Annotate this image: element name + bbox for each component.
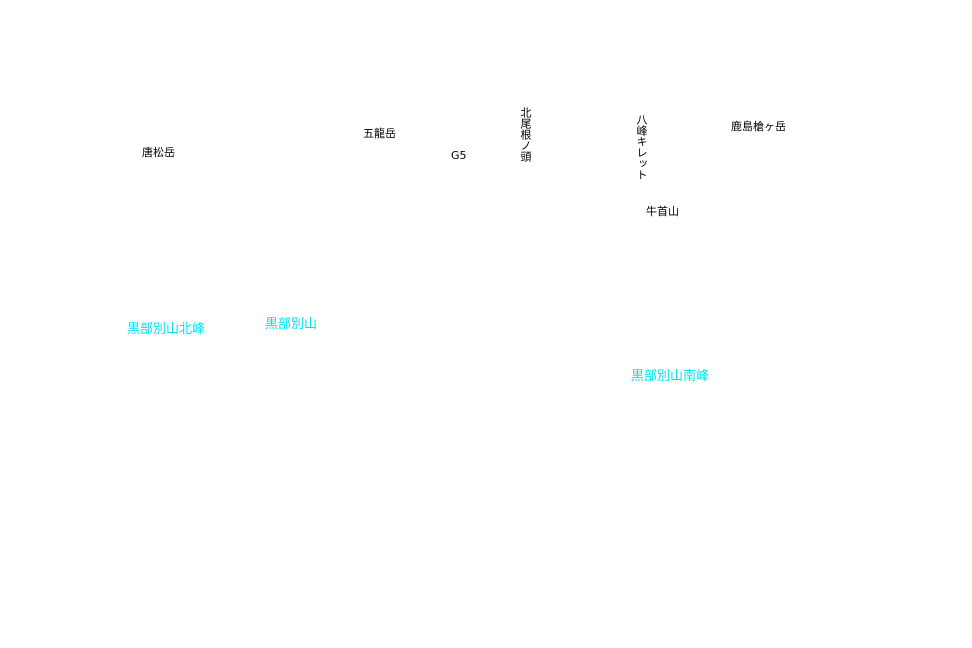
peak-label-kitaone: 北尾根ノ頭 <box>519 107 532 162</box>
peak-label-kurobe-betsuyama-north: 黒部別山北峰 <box>127 322 206 337</box>
peak-label-kurobe-betsuyama: 黒部別山 <box>265 317 318 332</box>
peak-label-kashimayari: 鹿島槍ヶ岳 <box>731 120 786 133</box>
peak-label-kurobe-betsuyama-south: 黒部別山南峰 <box>631 369 710 384</box>
peak-label-goryu: 五龍岳 <box>363 127 396 140</box>
peak-label-ushikubi: 牛首山 <box>646 205 679 218</box>
peak-label-g5: G5 <box>451 149 467 162</box>
peak-label-karamatsu: 唐松岳 <box>142 146 175 159</box>
peak-label-hachimine-kiretto: 八峰キレット <box>635 114 648 180</box>
